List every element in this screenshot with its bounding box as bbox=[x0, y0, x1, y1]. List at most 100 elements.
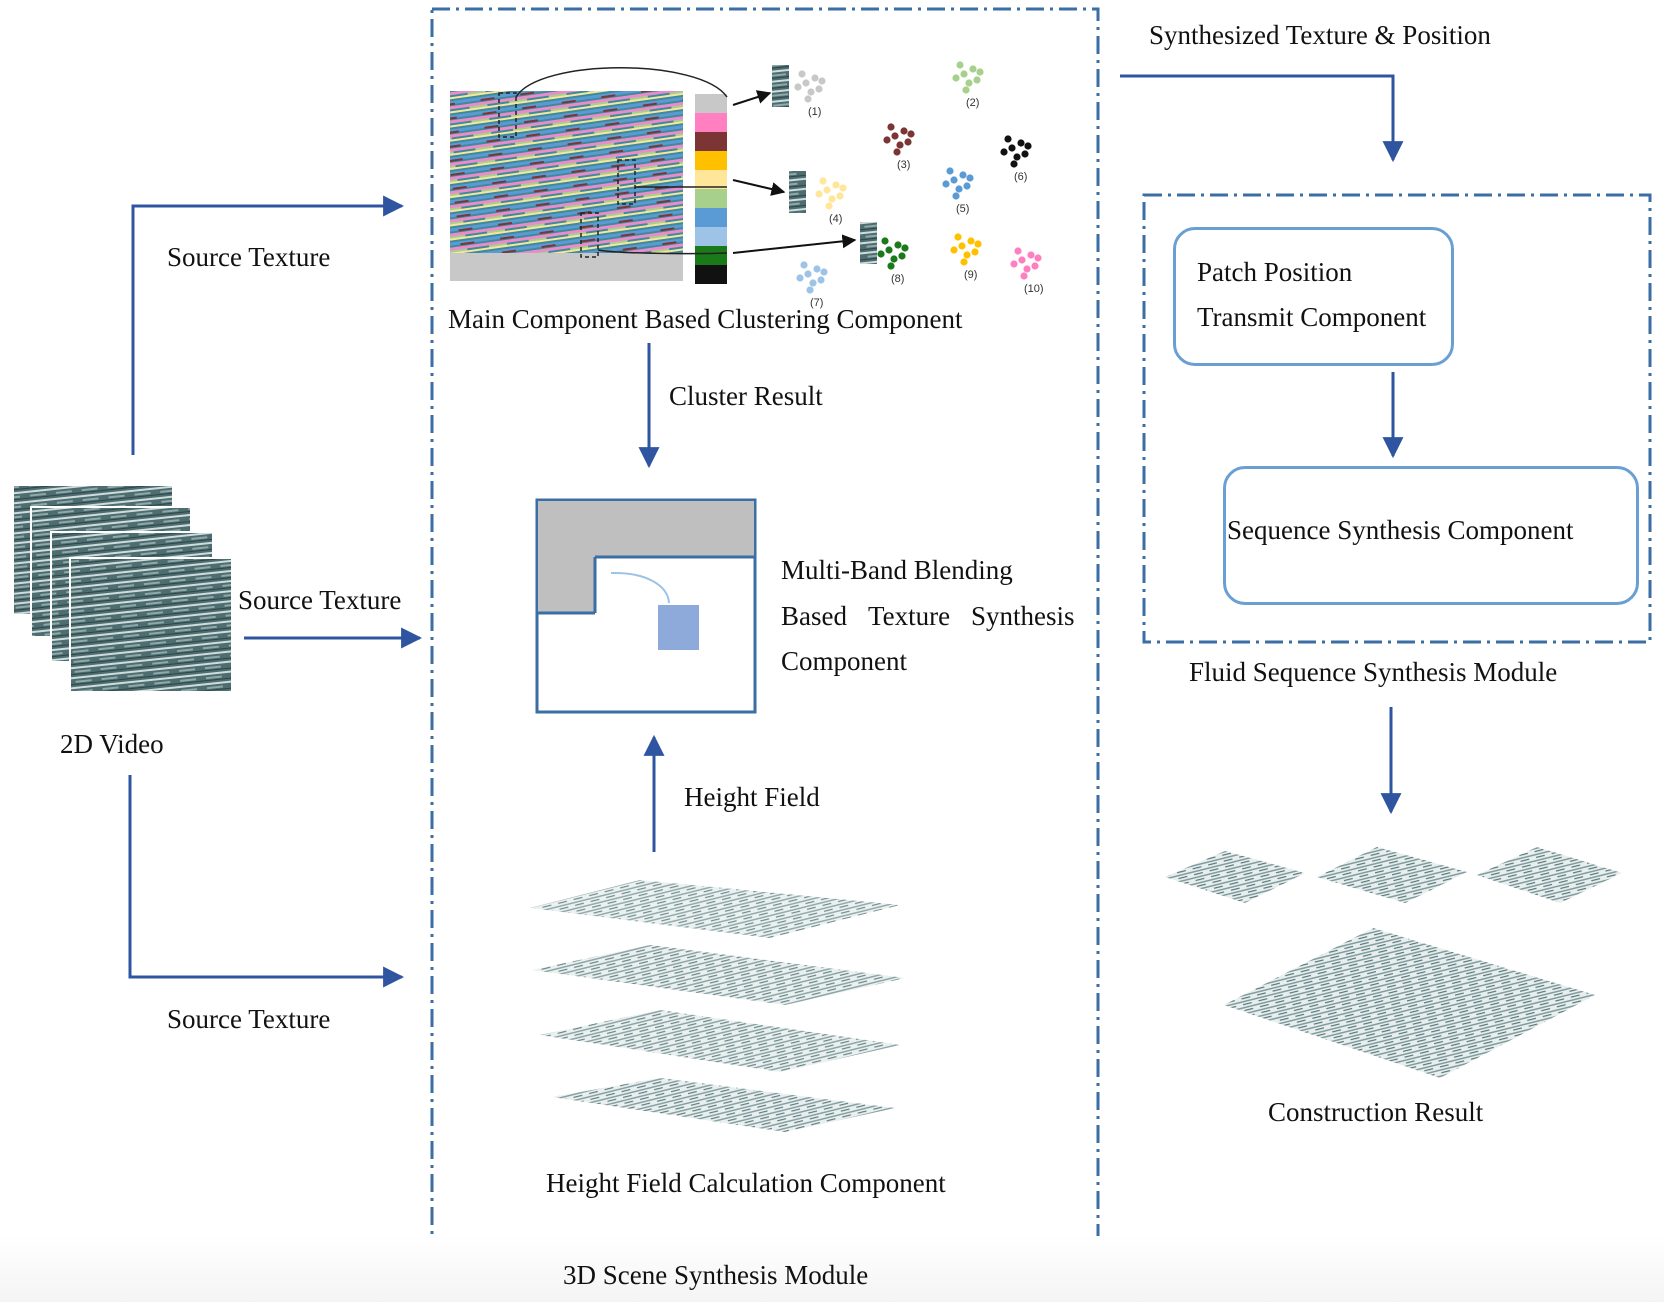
palette-swatch bbox=[695, 208, 727, 227]
patch-marker-2 bbox=[617, 159, 636, 205]
multiband-label-line3: Component bbox=[781, 646, 907, 676]
main-clustering-label: Main Component Based Clustering Componen… bbox=[448, 304, 963, 334]
multiband-label-line2c: Synthesis bbox=[971, 601, 1075, 631]
cluster-dot bbox=[1004, 135, 1012, 143]
cluster-label: (2) bbox=[966, 97, 979, 109]
height-layer-2 bbox=[532, 945, 905, 1005]
cluster-group: (3) bbox=[883, 123, 915, 171]
construction-result-label: Construction Result bbox=[1268, 1097, 1484, 1127]
cluster-group: (9) bbox=[950, 233, 982, 281]
cluster-label: (1) bbox=[808, 106, 821, 118]
cluster-dot bbox=[1034, 254, 1042, 262]
cluster-dot bbox=[962, 86, 970, 94]
palette-swatch bbox=[695, 132, 727, 151]
multiband-illustration bbox=[535, 498, 757, 714]
cluster-dot bbox=[1014, 247, 1022, 255]
cluster-dot bbox=[1021, 150, 1029, 158]
cluster-dot bbox=[794, 83, 802, 91]
palette-swatch bbox=[695, 170, 727, 189]
cluster-dot bbox=[891, 132, 899, 140]
cluster-dot bbox=[1023, 265, 1031, 273]
cluster-dot bbox=[796, 274, 804, 282]
cluster-dot bbox=[952, 192, 960, 200]
cluster-dot bbox=[881, 237, 889, 245]
height-field-layers bbox=[530, 880, 905, 1132]
cluster-dot bbox=[823, 186, 831, 194]
cluster-dot bbox=[956, 61, 964, 69]
cluster-dot bbox=[887, 123, 895, 131]
cluster-dot bbox=[1031, 262, 1039, 270]
cluster-dot bbox=[828, 195, 836, 203]
cluster-group: (4) bbox=[815, 177, 847, 225]
cluster-dot bbox=[973, 76, 981, 84]
cluster-dot bbox=[1008, 144, 1016, 152]
cluster-label: (10) bbox=[1024, 283, 1044, 295]
sequence-synthesis-component bbox=[1223, 466, 1639, 605]
sequence-synthesis-label: Sequence Synthesis Component bbox=[1227, 515, 1574, 545]
cluster-group: (7) bbox=[796, 261, 828, 309]
cluster-arrow-1 bbox=[732, 90, 772, 106]
patch-marker-3 bbox=[580, 212, 599, 258]
result-tile-2 bbox=[1317, 847, 1467, 903]
cluster-dot bbox=[952, 74, 960, 82]
cluster-dot bbox=[798, 70, 806, 78]
patch-thumb-2 bbox=[789, 171, 806, 213]
fluid-module-label: Fluid Sequence Synthesis Module bbox=[1189, 657, 1558, 687]
cluster-dot bbox=[887, 262, 895, 270]
cluster-dot bbox=[971, 248, 979, 256]
cluster-dot bbox=[896, 141, 904, 149]
arrow-synthesized-texture bbox=[1120, 74, 1404, 163]
construction-result-illustration bbox=[1165, 847, 1622, 1078]
cluster-dot bbox=[893, 148, 901, 156]
connector-curve bbox=[515, 67, 728, 98]
cluster-dot bbox=[965, 79, 973, 87]
cluster-group: (2) bbox=[952, 61, 984, 109]
arrow-source-texture-bottom bbox=[128, 775, 405, 988]
cluster-dot bbox=[839, 184, 847, 192]
cluster-dot bbox=[904, 138, 912, 146]
cluster-dot bbox=[1020, 272, 1028, 280]
blend-patch bbox=[658, 605, 699, 650]
cluster-label: (6) bbox=[1014, 171, 1027, 183]
cluster-dot bbox=[969, 65, 977, 73]
cluster-group: (8) bbox=[877, 237, 909, 285]
palette-swatch bbox=[695, 113, 727, 132]
cluster-dot bbox=[804, 95, 812, 103]
cluster-dot bbox=[898, 252, 906, 260]
cluster-dot bbox=[946, 167, 954, 175]
patch-position-transmit-component bbox=[1173, 227, 1454, 366]
multiband-label-line1: Multi-Band Blending bbox=[781, 555, 1013, 585]
result-tile-1 bbox=[1165, 851, 1305, 903]
cluster-dot bbox=[1018, 256, 1026, 264]
cluster-dot bbox=[1013, 153, 1021, 161]
cluster-dot bbox=[894, 241, 902, 249]
patch-position-label-line2: Transmit Component bbox=[1197, 302, 1427, 332]
cluster-dot bbox=[1017, 139, 1025, 147]
cluster-dot bbox=[890, 255, 898, 263]
connector-curve-3 bbox=[597, 249, 728, 255]
cluster-label: (9) bbox=[964, 269, 977, 281]
patch-thumb-1 bbox=[772, 65, 789, 107]
cluster-group: (1) bbox=[794, 70, 826, 118]
cluster-dot bbox=[942, 180, 950, 188]
cluster-dot bbox=[963, 251, 971, 259]
video-frame-stack bbox=[12, 484, 233, 693]
height-layer-4 bbox=[552, 1078, 895, 1132]
cluster-dot bbox=[877, 250, 885, 258]
source-texture-top-label: Source Texture bbox=[167, 242, 331, 272]
cluster-dot bbox=[820, 268, 828, 276]
height-field-label: Height Field bbox=[684, 782, 820, 812]
palette-swatch bbox=[695, 265, 727, 284]
cluster-dot bbox=[813, 265, 821, 273]
cluster-dot bbox=[825, 202, 833, 210]
cluster-dot bbox=[900, 127, 908, 135]
cluster-dot bbox=[836, 192, 844, 200]
cluster-dot bbox=[950, 176, 958, 184]
height-field-calc-label: Height Field Calculation Component bbox=[546, 1168, 946, 1198]
cluster-color-palette bbox=[695, 94, 727, 284]
cluster-result-label: Cluster Result bbox=[669, 381, 823, 411]
multiband-label-line2a: Based bbox=[781, 601, 847, 631]
source-texture-bottom-label: Source Texture bbox=[167, 1004, 331, 1034]
palette-swatch bbox=[695, 189, 727, 208]
